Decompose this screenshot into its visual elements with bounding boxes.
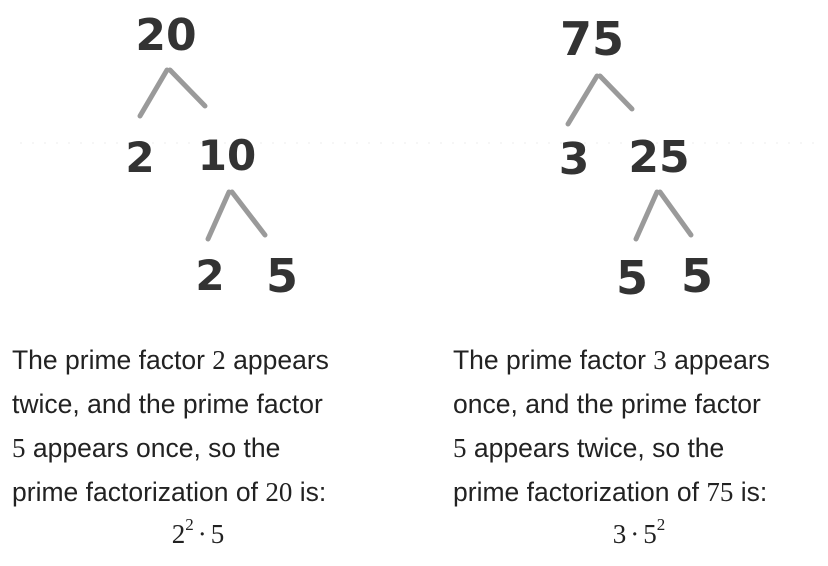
desc2-line3: 5 appears twice, so the (453, 426, 825, 470)
desc2-line1: The prime factor 3 appears (453, 338, 825, 382)
tree1-factor-2-leaf: 2 (195, 251, 224, 300)
tree2-branch-left (565, 73, 600, 127)
formula1-base2: 5 (210, 519, 225, 549)
desc2-num-75: 75 (706, 477, 734, 507)
desc1-num-2: 2 (212, 345, 226, 375)
desc2-text: The prime factor (453, 345, 654, 375)
desc2-text: is: (733, 477, 768, 507)
formula2-base1: 3 (612, 519, 627, 549)
tree1-factor-10: 10 (198, 131, 256, 180)
formula1-exp1: 2 (185, 515, 194, 534)
desc1-text: prime factorization of (12, 477, 266, 507)
desc2-text: appears (666, 345, 770, 375)
desc1-num-20: 20 (265, 477, 293, 507)
desc1-text: appears once, so the (25, 433, 281, 463)
desc2-line2: once, and the prime factor (453, 389, 761, 419)
desc1-text: is: (292, 477, 327, 507)
desc1-line2: twice, and the prime factor (12, 389, 323, 419)
desc1-text: The prime factor (12, 345, 213, 375)
tree2-root: 75 (560, 12, 624, 66)
tree1-branch-right (167, 67, 208, 109)
formula2-dot: · (630, 519, 640, 549)
tree2-sub-branch-right (657, 189, 694, 238)
tree1-branch-left (137, 67, 170, 119)
tree2-factor-5-leaf-a: 5 (616, 251, 648, 305)
tree2-branch-right (597, 73, 635, 112)
tree1-root: 20 (135, 10, 196, 61)
formula2-base2: 5 (643, 519, 657, 549)
formula2-exp2: 2 (656, 515, 666, 534)
description-75: The prime factor 3 appears once, and the… (453, 338, 825, 514)
tree1-sub-branch-right (229, 189, 268, 238)
desc2-num-3: 3 (653, 345, 667, 375)
desc2-text: appears twice, so the (466, 433, 725, 463)
description-20: The prime factor 2 appears twice, and th… (12, 338, 384, 514)
factor-trees: 20 2 10 2 5 75 3 25 5 5 (20, 10, 820, 305)
factor-tree-75: 75 3 25 5 5 (559, 12, 713, 305)
tree1-factor-5-leaf: 5 (266, 249, 298, 303)
desc1-line3: 5 appears once, so the (12, 426, 384, 470)
desc1-line1: The prime factor 2 appears (12, 338, 384, 382)
desc2-line4: prime factorization of 75 is: (453, 470, 825, 514)
factor-tree-20: 20 2 10 2 5 (125, 10, 298, 303)
tree2-sub-branch-left (633, 189, 660, 242)
formula-20: 22·5 (12, 515, 384, 550)
formula-75: 3·52 (453, 515, 825, 550)
tree2-factor-25: 25 (628, 132, 689, 183)
desc2-text: prime factorization of (453, 477, 707, 507)
tree2-factor-3: 3 (559, 134, 590, 185)
desc2-num-5: 5 (453, 433, 467, 463)
tree1-sub-branch-left (205, 189, 232, 242)
desc1-line4: prime factorization of 20 is: (12, 470, 384, 514)
desc1-num-5: 5 (12, 433, 26, 463)
tree2-factor-5-leaf-b: 5 (681, 249, 713, 303)
formula1-dot: · (197, 519, 207, 549)
formula1-base1: 2 (171, 519, 186, 549)
desc1-text: appears (225, 345, 329, 375)
tree1-factor-2: 2 (125, 133, 154, 182)
